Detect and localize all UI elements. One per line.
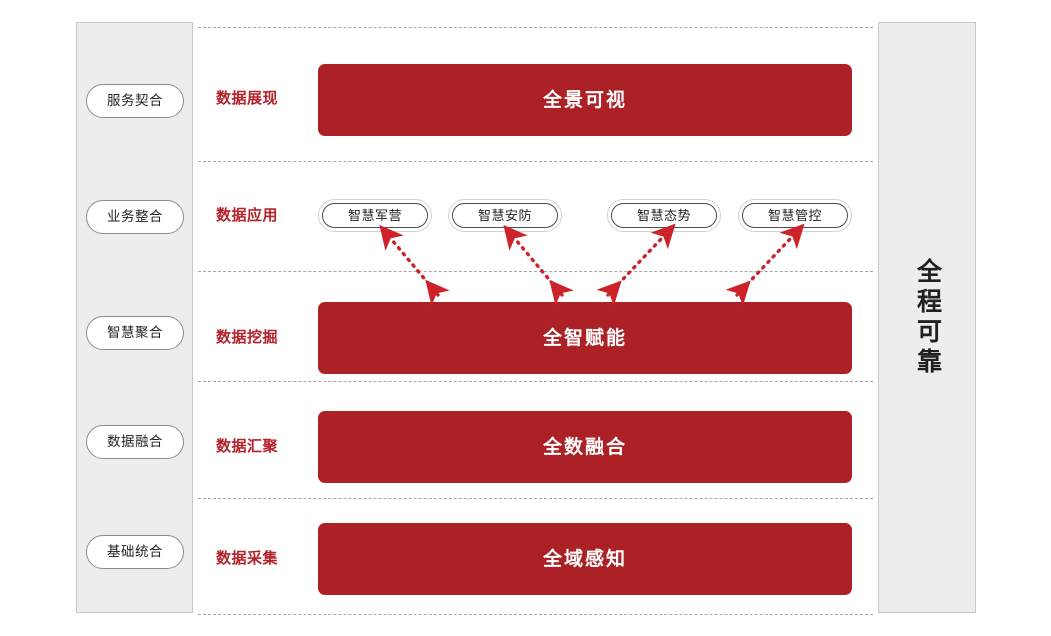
reliability-panel-label: 全程可靠	[913, 257, 942, 378]
capability-panel: 服务契合 业务整合 智慧聚合 数据融合 基础统合	[76, 22, 193, 613]
divider-4	[198, 498, 873, 499]
arrow-2	[503, 224, 574, 306]
red-bar-aggregation[interactable]: 全数融合	[318, 411, 852, 483]
stage-label-2: 数据应用	[216, 207, 279, 224]
app-pill-4-ring: 智慧管控	[742, 203, 848, 228]
app-pill-1-label: 智慧军营	[347, 208, 402, 223]
divider-top	[198, 27, 873, 28]
stage-label-3: 数据挖掘	[216, 329, 279, 346]
capability-pill-2[interactable]: 业务整合	[86, 200, 184, 234]
red-bar-aggregation-label: 全数融合	[542, 436, 627, 458]
capability-pill-4[interactable]: 数据融合	[86, 425, 184, 459]
app-pill-2-ring: 智慧安防	[452, 203, 558, 228]
app-pill-2-label: 智慧安防	[477, 208, 532, 223]
app-pill-4[interactable]: 智慧管控	[738, 199, 852, 232]
red-bar-collection[interactable]: 全域感知	[318, 523, 852, 595]
red-bar-collection-label: 全域感知	[542, 548, 627, 570]
capability-pill-5-label: 基础统合	[107, 544, 163, 560]
app-pill-3-ring: 智慧态势	[611, 203, 717, 228]
stage-label-1: 数据展现	[216, 90, 279, 107]
capability-pill-5[interactable]: 基础统合	[86, 535, 184, 569]
red-bar-mining-label: 全智赋能	[542, 327, 627, 349]
divider-3	[198, 381, 873, 382]
stage-label-5: 数据采集	[216, 550, 279, 567]
app-pill-1[interactable]: 智慧军营	[318, 199, 432, 232]
arrow-3	[596, 223, 676, 307]
red-bar-mining[interactable]: 全智赋能	[318, 302, 852, 374]
app-pill-4-label: 智慧管控	[767, 208, 822, 223]
divider-bottom	[198, 614, 873, 615]
red-bar-presentation-label: 全景可视	[542, 89, 627, 111]
app-pill-1-ring: 智慧军营	[322, 203, 428, 228]
capability-pill-3[interactable]: 智慧聚合	[86, 316, 184, 350]
arrow-4	[725, 223, 805, 307]
divider-1	[198, 161, 873, 162]
capability-pill-3-label: 智慧聚合	[107, 325, 163, 341]
capability-pill-1-label: 服务契合	[107, 93, 163, 109]
stage-label-4: 数据汇聚	[216, 438, 279, 455]
capability-pill-4-label: 数据融合	[107, 434, 163, 450]
reliability-panel-label-wrap: 全程可靠	[878, 22, 976, 613]
capability-pill-1[interactable]: 服务契合	[86, 84, 184, 118]
reliability-panel	[878, 22, 976, 613]
app-pill-3[interactable]: 智慧态势	[607, 199, 721, 232]
capability-pill-2-label: 业务整合	[107, 209, 163, 225]
arrow-1	[379, 224, 450, 306]
app-pill-2[interactable]: 智慧安防	[448, 199, 562, 232]
app-pill-3-label: 智慧态势	[636, 208, 691, 223]
red-bar-presentation[interactable]: 全景可视	[318, 64, 852, 136]
divider-2	[198, 271, 873, 272]
